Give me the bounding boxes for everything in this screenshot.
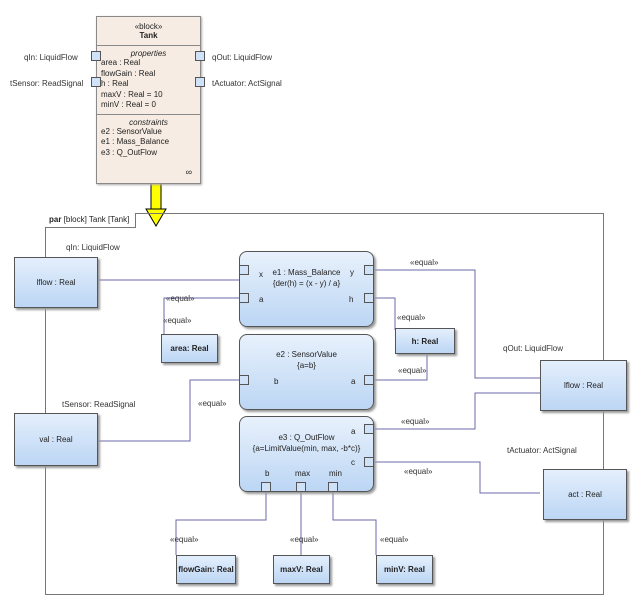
part-qout-lflow[interactable]: lflow : Real bbox=[540, 360, 627, 411]
connector-val-e2b bbox=[98, 379, 239, 442]
e1-port-a[interactable] bbox=[239, 293, 249, 303]
frame-title: [block] Tank [Tank] bbox=[63, 215, 130, 224]
tank-block[interactable]: «block» Tank properties area : Real flow… bbox=[96, 16, 201, 184]
equal-label-e1y: «equal» bbox=[410, 258, 439, 267]
connector-e1y-qout bbox=[374, 269, 540, 379]
equal-label-maxv: «equal» bbox=[290, 535, 319, 544]
part-maxv-text: maxV: Real bbox=[280, 565, 323, 574]
e3-port-b-label: b bbox=[265, 469, 270, 478]
e1-port-y[interactable] bbox=[364, 265, 374, 275]
e1-port-x[interactable] bbox=[239, 265, 249, 275]
constraint-e3-box[interactable]: e3 : Q_OutFlow {a=LimitValue(min, max, -… bbox=[239, 416, 374, 492]
properties-header: properties bbox=[130, 49, 167, 58]
part-minv[interactable]: minV: Real bbox=[376, 555, 433, 584]
part-area-text: area: Real bbox=[170, 344, 209, 353]
e2-port-a-label: a bbox=[351, 377, 356, 386]
frame-kind: par bbox=[49, 215, 62, 224]
e3-port-max[interactable] bbox=[296, 482, 306, 492]
e1-port-y-label: y bbox=[350, 268, 354, 277]
port-qin[interactable] bbox=[91, 51, 101, 61]
port-tsensor-label: tSensor: ReadSignal bbox=[10, 79, 84, 88]
part-qout-lflow-text: lflow : Real bbox=[563, 381, 604, 390]
part-flowgain-text: flowGain: Real bbox=[178, 565, 234, 574]
part-area[interactable]: area: Real bbox=[161, 334, 218, 363]
part-qin-label: qIn: LiquidFlow bbox=[66, 243, 120, 252]
port-qout-label: qOut: LiquidFlow bbox=[212, 53, 273, 62]
part-h-text: h: Real bbox=[411, 336, 439, 346]
frame-header: par [block] Tank [Tank] bbox=[45, 213, 137, 228]
connector-e3min-minv bbox=[332, 488, 377, 555]
e3-port-b[interactable] bbox=[261, 482, 271, 492]
port-tsensor[interactable] bbox=[91, 77, 101, 87]
equal-label-e2a: «equal» bbox=[398, 366, 427, 375]
part-qout-label: qOut: LiquidFlow bbox=[503, 344, 564, 353]
e3-port-a[interactable] bbox=[364, 424, 374, 434]
part-tactuator-label: tActuator: ActSignal bbox=[507, 446, 577, 455]
constraint-e3-name: e3 : Q_OutFlow bbox=[278, 433, 335, 442]
connector-e1h-h bbox=[374, 297, 396, 330]
constraint-e1-expr: {der(h) = (x - y) / a} bbox=[272, 279, 341, 288]
constraint-e1-box[interactable]: e1 : Mass_Balance {der(h) = (x - y) / a}… bbox=[239, 251, 374, 327]
part-h[interactable]: h: Real bbox=[395, 328, 455, 354]
part-flowgain[interactable]: flowGain: Real bbox=[176, 555, 236, 584]
property-minv: minV : Real = 0 bbox=[101, 100, 156, 109]
e1-port-h[interactable] bbox=[364, 293, 374, 303]
e3-port-min[interactable] bbox=[328, 482, 338, 492]
equal-label-e3a: «equal» bbox=[401, 417, 430, 426]
e1-port-h-label: h bbox=[349, 295, 354, 304]
part-tactuator-act[interactable]: act : Real bbox=[543, 469, 627, 520]
port-qin-label: qIn: LiquidFlow bbox=[24, 53, 78, 62]
connector-area-e1a bbox=[163, 297, 239, 334]
e3-port-c-label: c bbox=[351, 458, 355, 467]
constraints-header: constraints bbox=[129, 117, 168, 127]
part-tsensor-val[interactable]: val : Real bbox=[14, 413, 98, 466]
constraint-e2: e2 : SensorValue bbox=[101, 126, 162, 136]
constraint-e1-name: e1 : Mass_Balance bbox=[272, 268, 341, 277]
constraint-e3-expr: {a=LimitValue(min, max, -b*c)} bbox=[252, 444, 361, 453]
constraint-e2-expr: {a=b} bbox=[297, 361, 316, 370]
constraint-e2-box[interactable]: e2 : SensorValue {a=b} b a bbox=[239, 334, 374, 410]
equal-label-val: «equal» bbox=[198, 399, 227, 408]
part-minv-text: minV: Real bbox=[384, 565, 425, 574]
e1-port-x-label: x bbox=[259, 270, 263, 279]
e3-port-c[interactable] bbox=[364, 457, 374, 467]
equal-label-e1h: «equal» bbox=[397, 313, 426, 322]
connector-e3b-flowgain bbox=[175, 488, 267, 555]
e2-port-a[interactable] bbox=[364, 375, 374, 385]
property-h: h : Real bbox=[101, 79, 129, 88]
part-tsensor-label: tSensor: ReadSignal bbox=[62, 400, 136, 409]
constraint-e3: e3 : Q_OutFlow bbox=[101, 147, 158, 157]
connector-e3a-qout bbox=[374, 392, 540, 430]
connector-e3c-act bbox=[374, 461, 540, 494]
part-maxv[interactable]: maxV: Real bbox=[273, 555, 330, 584]
e3-port-min-label: min bbox=[329, 469, 342, 478]
part-qin-lflow-text: lflow : Real bbox=[36, 278, 76, 287]
part-tsensor-val-text: val : Real bbox=[39, 435, 73, 444]
equal-label-e3c: «equal» bbox=[404, 467, 433, 476]
port-tactuator[interactable] bbox=[195, 77, 205, 87]
equal-label-flowgain: «equal» bbox=[170, 535, 199, 544]
e1-port-a-label: a bbox=[259, 295, 264, 304]
property-area: area : Real bbox=[101, 58, 141, 67]
e2-port-b-label: b bbox=[274, 377, 279, 386]
e3-port-max-label: max bbox=[295, 469, 311, 478]
constraint-e2-name: e2 : SensorValue bbox=[276, 350, 337, 359]
connector-h-e2a bbox=[374, 353, 428, 381]
e2-port-b[interactable] bbox=[239, 375, 249, 385]
part-qin-lflow[interactable]: lflow : Real bbox=[14, 257, 98, 308]
port-qout[interactable] bbox=[195, 51, 205, 61]
composite-icon: ∞ bbox=[185, 167, 192, 177]
constraint-e1: e1 : Mass_Balance bbox=[101, 137, 170, 146]
property-maxv: maxV : Real = 10 bbox=[101, 89, 163, 99]
equal-label-area: «equal» bbox=[163, 316, 192, 325]
part-tactuator-act-text: act : Real bbox=[568, 490, 602, 499]
port-tactuator-label: tActuator: ActSignal bbox=[212, 79, 282, 88]
equal-label-area-a: «equal» bbox=[166, 294, 195, 303]
block-name: Tank bbox=[139, 31, 158, 40]
property-flowgain: flowGain : Real bbox=[101, 68, 156, 78]
e3-port-a-label: a bbox=[351, 427, 356, 436]
block-stereotype: «block» bbox=[134, 22, 163, 31]
equal-label-minv: «equal» bbox=[380, 535, 409, 544]
